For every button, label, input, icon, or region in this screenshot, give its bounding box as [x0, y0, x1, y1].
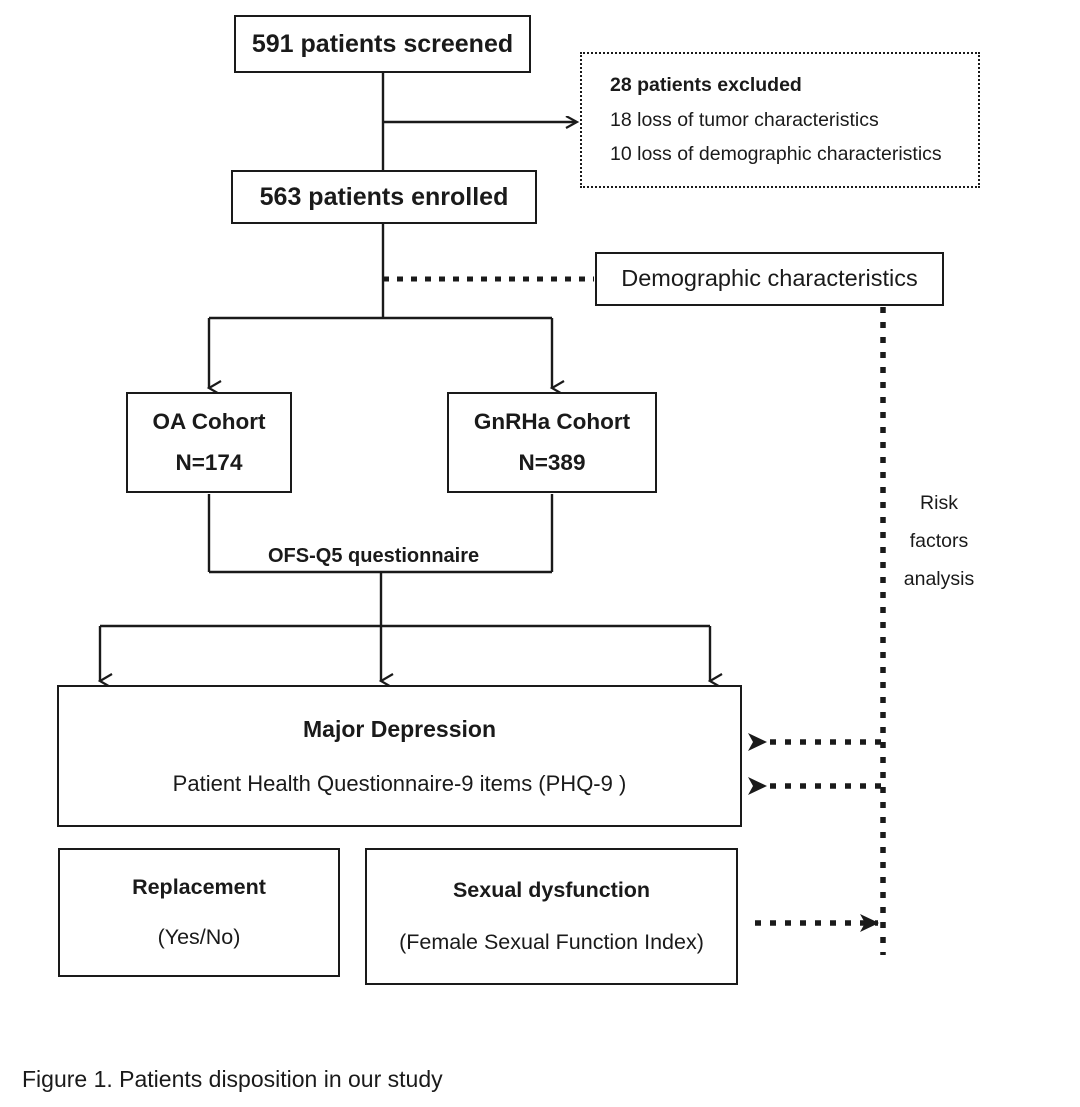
edge-label-ofs-q5-questionnaire: OFS-Q5 questionnaire	[262, 545, 486, 568]
sexual-dysfunction-title: Sexual dysfunction	[452, 877, 651, 902]
gnrha-cohort-count: N=389	[518, 450, 586, 476]
gnrha-cohort-title: GnRHa Cohort	[473, 409, 631, 435]
node-enrolled-label: 563 patients enrolled	[259, 182, 509, 211]
replacement-title: Replacement	[132, 875, 266, 900]
risk-label-line-3: analysis	[903, 568, 975, 591]
node-patients-screened[interactable]: 591 patients screened	[234, 15, 531, 73]
oa-cohort-title: OA Cohort	[152, 409, 266, 435]
figure-caption: Figure 1. Patients disposition in our st…	[22, 1066, 443, 1092]
excluded-line-total: 28 patients excluded	[610, 74, 802, 97]
node-replacement[interactable]: Replacement (Yes/No)	[58, 848, 340, 977]
node-major-depression[interactable]: Major Depression Patient Health Question…	[57, 685, 742, 827]
replacement-subtitle: (Yes/No)	[157, 925, 241, 950]
excluded-line-demographic: 10 loss of demographic characteristics	[610, 143, 942, 166]
node-demographic-characteristics[interactable]: Demographic characteristics	[595, 252, 944, 306]
node-oa-cohort[interactable]: OA Cohort N=174	[126, 392, 292, 493]
oa-cohort-count: N=174	[175, 450, 243, 476]
edge-label-risk-factors-analysis: Risk factors analysis	[896, 484, 982, 598]
node-demographic-label: Demographic characteristics	[621, 265, 918, 292]
node-sexual-dysfunction[interactable]: Sexual dysfunction (Female Sexual Functi…	[365, 848, 738, 985]
risk-label-line-1: Risk	[920, 492, 958, 514]
risk-label-line-2: factors	[909, 530, 969, 553]
depression-title: Major Depression	[303, 715, 496, 742]
node-gnrha-cohort[interactable]: GnRHa Cohort N=389	[447, 392, 657, 493]
sexual-dysfunction-subtitle: (Female Sexual Function Index)	[399, 930, 704, 955]
node-patients-enrolled[interactable]: 563 patients enrolled	[231, 170, 537, 224]
depression-subtitle: Patient Health Questionnaire-9 items (PH…	[172, 770, 627, 796]
excluded-line-tumor: 18 loss of tumor characteristics	[610, 108, 879, 131]
node-patients-excluded[interactable]: 28 patients excluded 18 loss of tumor ch…	[580, 52, 980, 188]
node-screened-label: 591 patients screened	[251, 29, 514, 58]
